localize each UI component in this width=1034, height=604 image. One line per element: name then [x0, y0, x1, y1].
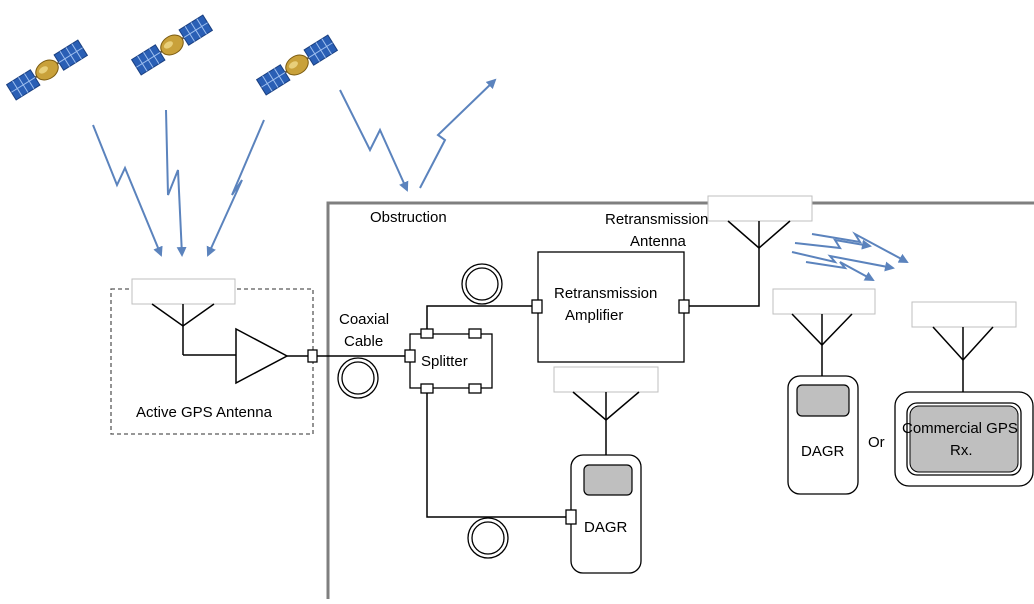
cable-coil-icon [467, 517, 509, 559]
connector-icon [404, 349, 416, 363]
connector-icon [420, 383, 434, 394]
satellite-icon [130, 14, 214, 76]
signal-arrow [805, 261, 875, 281]
signal-arrow [811, 231, 909, 263]
retransmission-antenna-label-line1: Retransmission [605, 211, 708, 228]
connector-icon [468, 383, 482, 394]
retransmitted-signal-arrows [791, 231, 909, 281]
coaxial-cable-label-line1: Coaxial [339, 311, 389, 328]
cable-coil-icon [337, 357, 379, 399]
connector-icon [420, 328, 434, 339]
commercial-gps-receiver-icon [894, 391, 1034, 487]
amplifier-label-line1: Retransmission [554, 285, 657, 302]
satellite-icon [5, 39, 89, 101]
coaxial-cable-label-line2: Cable [344, 333, 383, 350]
amplifier-triangle-icon [235, 327, 289, 385]
commercial-rx-label-line2: Rx. [950, 442, 973, 459]
commercial-rx-label-line1: Commercial GPS [902, 420, 1018, 437]
device-screen [796, 384, 850, 417]
signal-arrow [92, 124, 163, 257]
antenna-icon [151, 303, 236, 356]
connector-icon [531, 299, 543, 314]
signal-arrow [791, 251, 895, 272]
retransmission-antenna-label-line2: Antenna [630, 233, 687, 250]
connector-icon [565, 509, 577, 525]
antenna-label-box [553, 366, 659, 393]
dagr-right-label: DAGR [801, 443, 845, 460]
connector-icon [307, 349, 318, 363]
splitter-label: Splitter [421, 353, 468, 370]
antenna-label-box [131, 278, 236, 305]
dagr-device-icon [787, 375, 859, 495]
dagr-device-icon [570, 454, 642, 574]
active-gps-antenna-label: Active GPS Antenna [136, 404, 273, 421]
satellite-icon [255, 34, 339, 96]
signal-arrow [206, 119, 265, 257]
signal-arrow [165, 109, 187, 257]
cable-to-amplifier [426, 305, 532, 329]
cable-coil-icon [461, 263, 503, 305]
dagr-left-label: DAGR [584, 519, 628, 536]
device-screen [909, 405, 1019, 473]
connector-icon [468, 328, 482, 339]
or-label: Or [868, 434, 885, 451]
blocked-signal-arrow [339, 89, 409, 192]
obstruction-label: Obstruction [370, 209, 447, 226]
reflected-signal-arrow [419, 78, 497, 189]
satellite-signal-arrows [92, 78, 497, 257]
connector-icon [678, 299, 690, 314]
signal-arrow [794, 238, 872, 250]
antenna-label-box [707, 195, 813, 222]
amplifier-label-line2: Amplifier [565, 307, 623, 324]
antenna-label-box [772, 288, 876, 315]
splitter-box [409, 333, 493, 389]
antenna-label-box [911, 301, 1017, 328]
device-screen [583, 464, 633, 496]
